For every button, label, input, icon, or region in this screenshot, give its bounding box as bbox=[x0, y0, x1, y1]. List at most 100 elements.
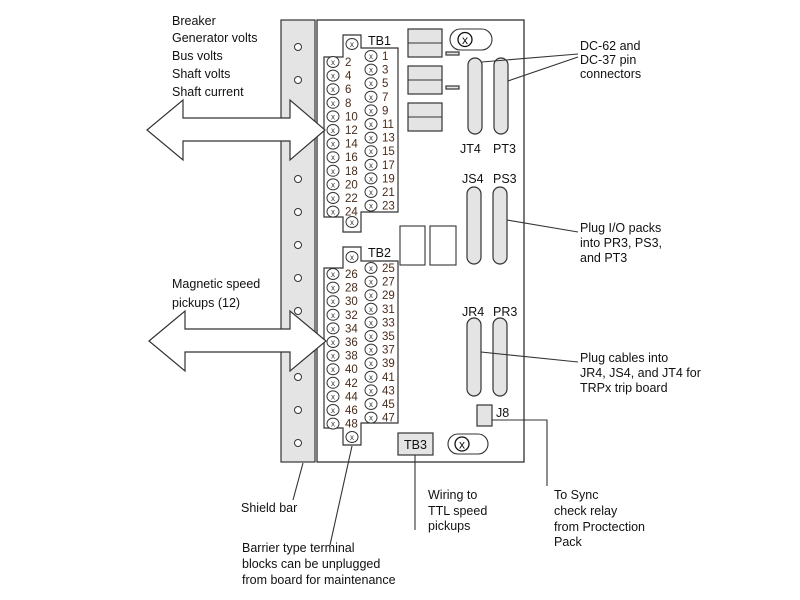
svg-text:connectors: connectors bbox=[580, 67, 641, 81]
svg-text:check relay: check relay bbox=[554, 504, 618, 518]
terminal-number: 5 bbox=[382, 78, 388, 90]
block-mounting-screw: x bbox=[345, 216, 359, 228]
shield-hole bbox=[294, 373, 302, 381]
terminal-screw: x bbox=[326, 281, 340, 294]
terminal-screw: x bbox=[364, 63, 378, 76]
label-pickups: pickups (12) bbox=[172, 296, 240, 310]
terminal-number: 30 bbox=[345, 296, 358, 308]
terminal-screw: x bbox=[364, 398, 378, 410]
svg-text:x: x bbox=[369, 93, 373, 102]
terminal-number: 33 bbox=[382, 317, 395, 329]
shield-hole bbox=[294, 241, 302, 249]
svg-text:x: x bbox=[350, 218, 354, 227]
j8-label: J8 bbox=[496, 406, 509, 420]
callout-barrier-blocks: Barrier type terminal blocks can be unpl… bbox=[242, 541, 396, 587]
jr4-label: JR4 bbox=[462, 305, 484, 319]
pt3-connector bbox=[493, 57, 509, 135]
leader-lines bbox=[292, 53, 579, 546]
svg-text:Plug I/O packs: Plug I/O packs bbox=[580, 221, 661, 235]
terminal-screw: x bbox=[364, 289, 378, 302]
signals-double-arrow bbox=[146, 98, 326, 162]
terminal-number: 1 bbox=[382, 51, 388, 63]
jt4-connector bbox=[467, 57, 483, 135]
terminal-number: 9 bbox=[382, 105, 388, 117]
terminal-screw: x bbox=[326, 124, 340, 136]
terminal-number: 21 bbox=[382, 187, 395, 199]
svg-text:JR4, JS4, and JT4 for: JR4, JS4, and JT4 for bbox=[580, 366, 701, 380]
terminal-screw: x bbox=[326, 137, 340, 150]
svg-text:x: x bbox=[369, 400, 373, 409]
svg-text:x: x bbox=[331, 85, 335, 94]
ps3-label: PS3 bbox=[493, 172, 517, 186]
terminal-number: 36 bbox=[345, 337, 358, 349]
svg-text:x: x bbox=[350, 433, 354, 442]
terminal-number: 24 bbox=[345, 207, 358, 219]
svg-text:x: x bbox=[331, 194, 335, 203]
terminal-screw: x bbox=[364, 343, 378, 356]
svg-text:Wiring to: Wiring to bbox=[428, 488, 477, 502]
terminal-number: 35 bbox=[382, 331, 395, 343]
terminal-screw: x bbox=[326, 336, 340, 348]
js4-connector bbox=[466, 186, 482, 265]
svg-text:x: x bbox=[369, 134, 373, 143]
terminal-screw: x bbox=[326, 205, 340, 218]
svg-text:x: x bbox=[369, 346, 373, 355]
jt4-label: JT4 bbox=[460, 142, 481, 156]
terminal-number: 11 bbox=[382, 119, 394, 131]
svg-text:x: x bbox=[369, 386, 373, 395]
svg-text:x: x bbox=[331, 324, 335, 333]
terminal-number: 37 bbox=[382, 345, 395, 357]
relay-components bbox=[399, 28, 460, 266]
terminal-screw: x bbox=[364, 302, 378, 315]
terminal-screw: x bbox=[326, 164, 340, 177]
terminal-number: 43 bbox=[382, 385, 395, 397]
left-signal-labels: Breaker Generator volts Bus volts Shaft … bbox=[172, 14, 257, 99]
terminal-screw: x bbox=[326, 295, 340, 308]
svg-text:x: x bbox=[369, 188, 373, 197]
svg-text:x: x bbox=[331, 284, 335, 293]
svg-text:x: x bbox=[331, 392, 335, 401]
svg-text:x: x bbox=[369, 373, 373, 382]
terminal-screw: x bbox=[364, 77, 378, 90]
svg-text:DC-37 pin: DC-37 pin bbox=[580, 53, 636, 67]
shield-hole bbox=[294, 274, 302, 282]
callout-plug-io: Plug I/O packs into PR3, PS3, and PT3 bbox=[580, 221, 662, 265]
pr3-connector bbox=[492, 317, 508, 397]
component-box-2 bbox=[429, 225, 457, 266]
terminal-screw: x bbox=[364, 90, 378, 103]
svg-text:x: x bbox=[369, 332, 373, 341]
terminal-number: 42 bbox=[345, 378, 358, 390]
svg-text:x: x bbox=[369, 318, 373, 327]
callout-shield-bar: Shield bar bbox=[241, 501, 297, 515]
terminal-screw: x bbox=[364, 411, 378, 424]
svg-text:blocks can be unplugged: blocks can be unplugged bbox=[242, 557, 380, 571]
terminal-number: 25 bbox=[382, 263, 395, 275]
svg-text:x: x bbox=[331, 352, 335, 361]
svg-text:Pack: Pack bbox=[554, 535, 583, 549]
terminal-number: 4 bbox=[345, 71, 352, 83]
terminal-number: 31 bbox=[382, 304, 395, 316]
terminal-number: 41 bbox=[382, 372, 395, 384]
shield-hole bbox=[294, 43, 302, 51]
terminal-number: 7 bbox=[382, 92, 388, 104]
component-box-1 bbox=[399, 225, 426, 266]
terminal-number: 45 bbox=[382, 399, 395, 411]
svg-text:x: x bbox=[331, 99, 335, 108]
terminal-number: 39 bbox=[382, 358, 395, 370]
terminal-screw: x bbox=[364, 158, 378, 171]
terminal-screw: x bbox=[364, 199, 378, 212]
terminal-number: 28 bbox=[345, 283, 358, 295]
svg-text:x: x bbox=[369, 264, 373, 273]
terminal-number: 3 bbox=[382, 65, 388, 77]
terminal-number: 29 bbox=[382, 290, 395, 302]
terminal-screw: x bbox=[326, 417, 340, 430]
terminal-screw: x bbox=[364, 316, 378, 329]
terminal-screw: x bbox=[364, 172, 378, 185]
terminal-screw: x bbox=[326, 83, 340, 96]
svg-text:x: x bbox=[459, 438, 465, 452]
svg-text:into PR3, PS3,: into PR3, PS3, bbox=[580, 236, 662, 250]
label-shaft-volts: Shaft volts bbox=[172, 67, 230, 81]
terminal-number: 22 bbox=[345, 193, 358, 205]
svg-text:x: x bbox=[331, 153, 335, 162]
